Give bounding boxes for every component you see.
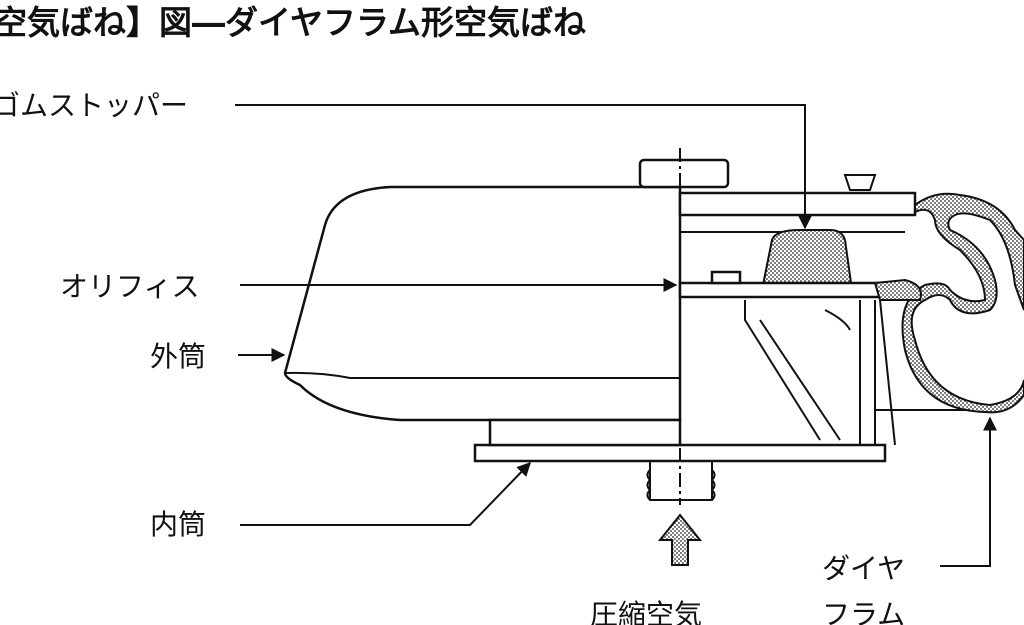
outer-cylinder-rim bbox=[284, 371, 680, 379]
label-diaphragm-1: ダイヤ bbox=[822, 552, 905, 585]
label-inner-cylinder: 内筒 bbox=[150, 508, 206, 541]
outer-cylinder bbox=[283, 185, 682, 422]
label-outer-cylinder: 外筒 bbox=[150, 340, 206, 373]
label-rubber-stopper: ゴムストッパー bbox=[0, 89, 188, 122]
top-mount bbox=[638, 158, 730, 189]
top-plate bbox=[678, 191, 917, 217]
compressed-air-arrow bbox=[657, 513, 703, 566]
piston-plate bbox=[678, 281, 882, 299]
piston-body bbox=[744, 300, 876, 445]
rubber-stopper bbox=[760, 229, 854, 291]
orifice-fitting bbox=[710, 270, 742, 285]
inner-cylinder-leader bbox=[240, 461, 531, 526]
label-diaphragm-2: フラム bbox=[822, 598, 905, 625]
diaphragm-leader bbox=[940, 416, 997, 567]
rubber-stopper-leader bbox=[235, 104, 812, 230]
diaphragm-bead bbox=[873, 278, 922, 301]
label-compressed-air: 圧縮空気 bbox=[590, 598, 702, 625]
label-orifice: オリフィス bbox=[60, 270, 199, 303]
diaphragm bbox=[901, 192, 1024, 414]
figure-title: 空気ばね】図―ダイヤフラム形空気ばね bbox=[0, 3, 586, 42]
bolt bbox=[843, 174, 877, 191]
inner-cylinder-body bbox=[488, 418, 682, 447]
